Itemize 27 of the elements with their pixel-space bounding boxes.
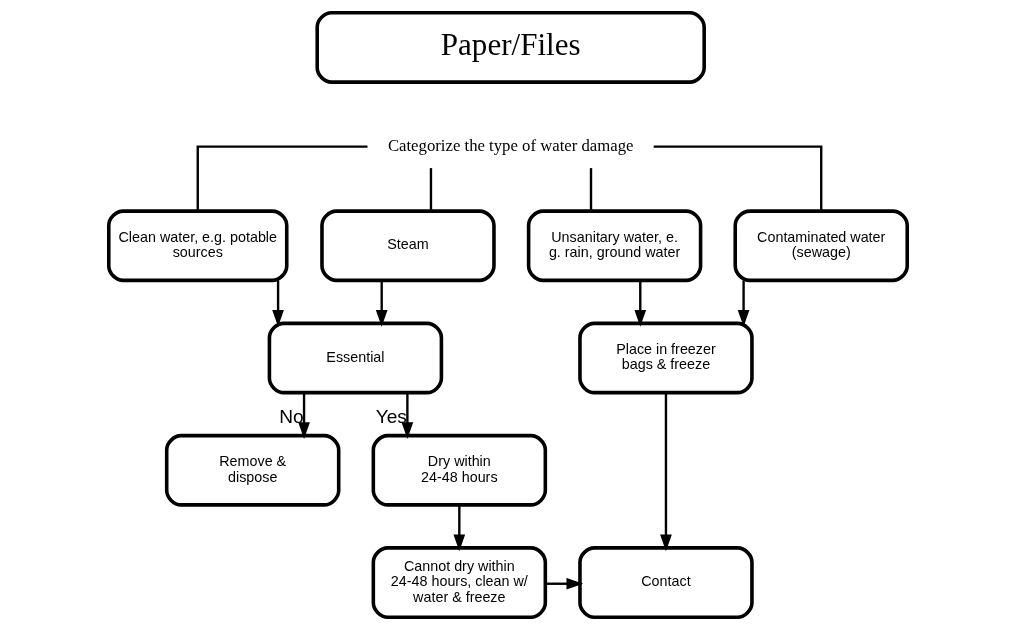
arrow	[660, 393, 672, 552]
connector	[196, 145, 368, 212]
arrow	[375, 280, 388, 327]
node-box: Place in freezer bags & freeze	[578, 321, 754, 395]
arrow	[272, 280, 284, 327]
node-text: Categorize the type of water damage	[387, 136, 634, 156]
arrow	[453, 505, 466, 552]
node-box: Dry within 24-48 hours	[371, 433, 548, 507]
arrow	[298, 392, 310, 439]
connector	[653, 145, 823, 212]
connector	[429, 168, 433, 211]
node-box: Remove & dispose	[164, 433, 341, 507]
node-box: Cannot dry within 24-48 hours, clean w/ water & freeze	[371, 546, 548, 619]
node-box: Contaminated water (sewage)	[733, 209, 909, 283]
edge-label: No	[279, 406, 304, 428]
node-box: Contact	[578, 546, 754, 619]
node-box: Paper/Files	[315, 11, 706, 84]
node-box: Essential	[267, 321, 444, 395]
edge-label: Yes	[375, 406, 407, 428]
arrow	[737, 280, 750, 327]
connector	[589, 168, 593, 211]
node-box: Steam	[320, 209, 496, 283]
arrow	[545, 577, 584, 590]
node-box: Clean water, e.g. potable sources	[107, 209, 289, 283]
node-box: Unsanitary water, e. g. rain, ground water	[526, 209, 703, 283]
arrow	[634, 280, 647, 327]
arrow	[401, 392, 414, 439]
